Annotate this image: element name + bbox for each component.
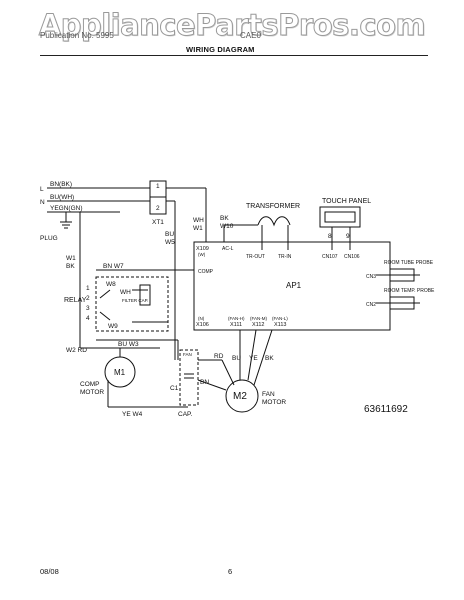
label-bu-w3: BU W3 <box>118 341 139 348</box>
terminal-2: 2 <box>156 205 160 212</box>
label-filter-cap: FILTER CAP. <box>122 298 148 303</box>
board-x109: X109 <box>196 246 209 252</box>
label-fan-motor: MOTOR <box>262 399 286 406</box>
board-cn2: CN2 <box>366 302 376 308</box>
label-bn-w7: BN W7 <box>103 263 124 270</box>
label-touch-panel: TOUCH PANEL <box>322 198 371 205</box>
room-temp-probe-symbol <box>389 296 415 310</box>
page-title: WIRING DIAGRAM <box>186 45 255 54</box>
board-x106: X106 <box>196 322 209 328</box>
label-bk-left: BK <box>66 263 75 270</box>
terminal-1: 1 <box>156 183 160 190</box>
board-cn107: CN107 <box>322 254 338 260</box>
board-x112: X112 <box>252 322 264 328</box>
board-tr-in: TR-IN <box>278 254 292 260</box>
label-wh: WH <box>193 217 204 224</box>
board-cn106: CN106 <box>344 254 360 260</box>
transformer-coil <box>257 216 291 227</box>
touch-panel-pin-8: 8 <box>328 233 332 240</box>
board-cn3: CN3 <box>366 274 376 280</box>
label-w10: W10 <box>220 223 234 230</box>
label-fan: FAN <box>262 391 275 398</box>
label-bk-w10: BK <box>220 215 229 222</box>
label-bu: BU <box>165 231 174 238</box>
board-fan-h: (FAN-H) <box>228 316 245 321</box>
label-w1: W1 <box>66 255 76 262</box>
label-comp: COMP <box>80 381 100 388</box>
label-w5: W5 <box>165 239 175 246</box>
footer-page-number: 6 <box>228 567 233 576</box>
filter-cap-symbol <box>139 284 151 306</box>
publication-number: Publication No. 5995 <box>40 31 114 40</box>
label-plug: PLUG <box>40 235 58 242</box>
label-w1b: W1 <box>193 225 203 232</box>
wires <box>47 180 420 413</box>
label-c1: C1 <box>170 385 179 392</box>
model-code: CAE0 <box>240 31 261 40</box>
label-relay: RELAY <box>64 297 87 304</box>
relay-n3: 3 <box>86 305 90 312</box>
label-transformer: TRANSFORMER <box>246 203 300 210</box>
board-tr-out: TR-OUT <box>246 254 265 260</box>
touch-panel-box <box>319 206 361 228</box>
control-board <box>193 241 391 331</box>
diagram-labels: L N BN(BK) BU(WH) YEGN(GN) PLUG 1 2 XT1 … <box>40 181 435 418</box>
label-bn-bk: BN(BK) <box>50 181 72 188</box>
label-room-tube-probe: ROOM TUBE PROBE <box>384 260 434 266</box>
relay-block <box>95 276 169 332</box>
board-ac-l: AC-L <box>222 246 234 252</box>
label-line: L <box>40 186 44 193</box>
label-ye-w4: YE W4 <box>122 411 143 418</box>
touch-panel-pin-9: 9 <box>346 233 350 240</box>
label-w9: W9 <box>108 323 118 330</box>
label-room-temp-probe: ROOM TEMP. PROBE <box>384 288 435 294</box>
relay-n4: 4 <box>86 315 90 322</box>
label-relay-wh: WH <box>120 289 131 296</box>
board-fan-l: (FAN-L) <box>272 316 288 321</box>
label-w8: W8 <box>106 281 116 288</box>
label-w2-rd: W2 RD <box>66 347 87 354</box>
label-cap: CAP. <box>178 411 193 418</box>
label-ye-fan: YE <box>249 355 258 362</box>
footer-date: 08/08 <box>40 567 59 576</box>
comp-motor-symbol-label: M1 <box>114 368 126 377</box>
label-yegn: YEGN(GN) <box>50 205 83 212</box>
room-tube-probe-symbol <box>389 268 415 282</box>
wire-bn-fan <box>197 379 227 391</box>
label-comp-motor: MOTOR <box>80 389 104 396</box>
capacitor-block <box>179 349 199 406</box>
header-rule <box>40 55 428 56</box>
label-bn-fan: BN <box>200 379 209 386</box>
board-x113: X113 <box>274 322 286 328</box>
label-cap-fan: FAN <box>183 352 192 357</box>
board-comp: COMP <box>198 269 214 275</box>
label-bu-fan: BU <box>232 355 241 362</box>
relay-n1: 1 <box>86 285 90 292</box>
board-n-sub: (N) <box>198 316 205 321</box>
label-bk-fan: BK <box>265 355 274 362</box>
board-name: AP1 <box>286 281 302 290</box>
fan-motor-symbol <box>225 379 259 413</box>
relay-n2: 2 <box>86 295 90 302</box>
terminal-xt1: XT1 <box>152 219 164 226</box>
board-x109-sub: (W) <box>198 252 206 257</box>
watermark-logo: AppliancePartsPros.com <box>38 8 426 43</box>
fan-motor-symbol-label: M2 <box>233 391 247 402</box>
part-number: 63611692 <box>364 404 408 415</box>
label-rd: RD <box>214 353 224 360</box>
label-bu-wh: BU(WH) <box>50 194 74 201</box>
board-x111: X111 <box>230 322 242 328</box>
board-fan-m: (FAN-M) <box>250 316 267 321</box>
label-neutral: N <box>40 199 45 206</box>
